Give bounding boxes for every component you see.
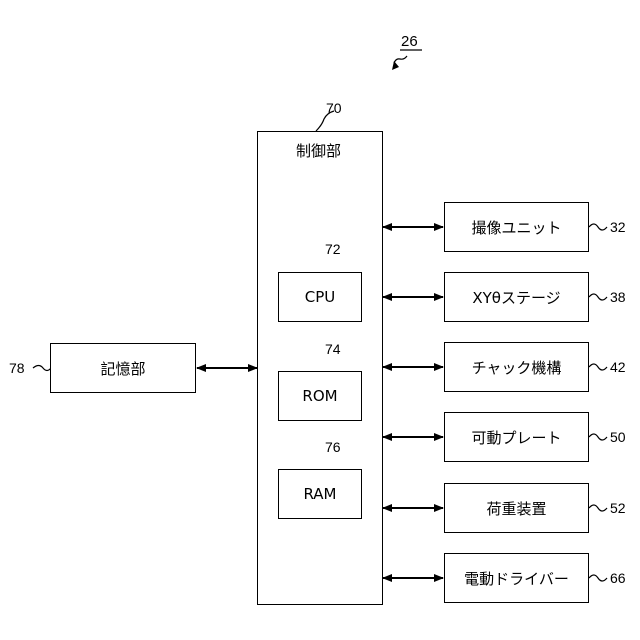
device-box-movable-plate: 可動プレート [444, 412, 589, 462]
device-label: XYθステージ [472, 287, 560, 308]
device-ref-leader-32 [589, 224, 607, 230]
storage-label: 記憶部 [100, 358, 145, 379]
control-unit-label: 制御部 [296, 140, 341, 161]
storage-box: 記憶部 [50, 343, 196, 393]
device-ref: 50 [610, 429, 626, 445]
device-label: 荷重装置 [486, 498, 546, 519]
figure-ref-leader [394, 56, 407, 63]
ram-box: RAM [278, 469, 362, 519]
device-ref: 38 [610, 289, 626, 305]
control-unit-box [257, 131, 383, 605]
device-box-imaging-unit: 撮像ユニット [444, 202, 589, 252]
device-box-electric-screwdriver: 電動ドライバー [444, 553, 589, 603]
device-label: チャック機構 [472, 357, 562, 378]
device-ref-leader-42 [589, 364, 607, 370]
device-ref-leader-38 [589, 294, 607, 300]
storage-ref-leader [33, 366, 51, 371]
device-ref-leader-50 [589, 434, 607, 440]
device-ref-leader-52 [589, 505, 607, 511]
device-ref-leader-66 [589, 575, 607, 581]
figure-ref: 26 [401, 33, 418, 50]
rom-ref: 74 [325, 341, 341, 357]
figure-ref-arrowhead [392, 61, 399, 70]
device-box-chuck-mechanism: チャック機構 [444, 342, 589, 392]
device-label: 電動ドライバー [464, 568, 569, 589]
device-box-load-device: 荷重装置 [444, 483, 589, 533]
device-ref: 52 [610, 500, 626, 516]
cpu-label: CPU [305, 288, 336, 306]
cpu-box: CPU [278, 272, 362, 322]
rom-box: ROM [278, 371, 362, 421]
storage-ref: 78 [9, 360, 25, 376]
device-ref: 42 [610, 359, 626, 375]
device-ref: 32 [610, 219, 626, 235]
device-ref: 66 [610, 570, 626, 586]
control-unit-ref: 70 [326, 100, 342, 116]
rom-label: ROM [302, 387, 337, 405]
device-box-xytheta-stage: XYθステージ [444, 272, 589, 322]
ram-ref: 76 [325, 439, 341, 455]
ram-label: RAM [303, 485, 336, 503]
device-label: 可動プレート [471, 427, 561, 448]
cpu-ref: 72 [325, 241, 341, 257]
device-label: 撮像ユニット [471, 217, 561, 238]
